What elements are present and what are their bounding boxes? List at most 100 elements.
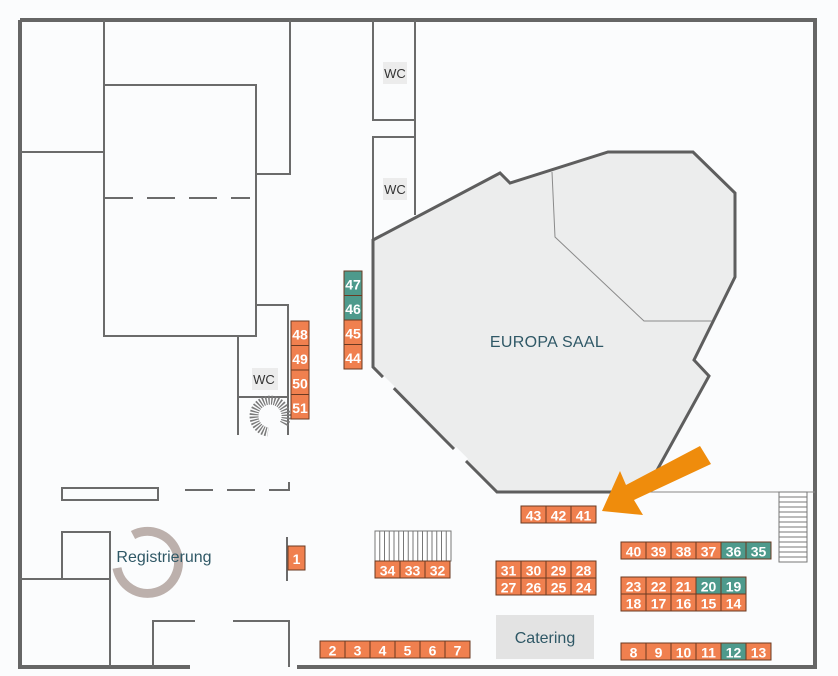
booth-33[interactable]: 33 — [399, 560, 426, 579]
counter — [61, 487, 159, 501]
booth-box[interactable] — [620, 576, 647, 595]
booth-48[interactable]: 48 — [290, 320, 310, 346]
booth-37[interactable]: 37 — [695, 541, 722, 560]
booth-number: 39 — [651, 544, 667, 560]
booth-29[interactable]: 29 — [545, 560, 572, 579]
booth-number: 47 — [345, 276, 361, 292]
europa-saal[interactable]: EUROPA SAAL — [371, 150, 737, 494]
catering-box[interactable] — [496, 615, 594, 659]
booth-2[interactable]: 2 — [319, 640, 346, 659]
booth-box[interactable] — [495, 560, 522, 579]
booth-8[interactable]: 8 — [620, 642, 647, 661]
booth-box[interactable] — [287, 545, 306, 571]
wall — [104, 20, 291, 175]
booth-number: 6 — [429, 643, 437, 659]
booth-38[interactable]: 38 — [670, 541, 697, 560]
booth-number: 13 — [751, 645, 767, 661]
wc-wall — [372, 136, 415, 240]
booth-number: 42 — [551, 508, 567, 524]
booth-6[interactable]: 6 — [419, 640, 446, 659]
booth-7[interactable]: 7 — [444, 640, 471, 659]
booth-45[interactable]: 45 — [343, 319, 363, 345]
booth-49[interactable]: 49 — [290, 345, 310, 371]
catering-area[interactable]: Catering — [496, 615, 594, 659]
booth-9[interactable]: 9 — [645, 642, 672, 661]
registration-label: Registrierung — [116, 549, 211, 566]
booth-number: 33 — [405, 563, 421, 579]
booth-box[interactable] — [290, 394, 310, 420]
wall — [20, 578, 111, 667]
booth-number: 38 — [676, 544, 692, 560]
booth-12[interactable]: 12 — [720, 642, 747, 661]
booth-32[interactable]: 32 — [424, 560, 451, 579]
booth-31[interactable]: 31 — [495, 560, 522, 579]
hall-partition — [551, 171, 712, 322]
booth-46[interactable]: 46 — [343, 295, 363, 321]
booth-28[interactable]: 28 — [570, 560, 597, 579]
booth-box[interactable] — [620, 541, 647, 560]
staircase-icon — [374, 530, 452, 562]
booth-number: 28 — [576, 563, 592, 579]
booth-50[interactable]: 50 — [290, 369, 310, 395]
booth-number: 41 — [576, 508, 592, 524]
booth-number: 22 — [651, 579, 667, 595]
booth-40[interactable]: 40 — [620, 541, 647, 560]
booth-number: 9 — [655, 645, 663, 661]
booth-number: 1 — [293, 551, 301, 567]
booth-number: 30 — [526, 563, 542, 579]
booth-27[interactable]: 27 — [495, 577, 522, 596]
booth-10[interactable]: 10 — [670, 642, 697, 661]
booth-box[interactable] — [745, 642, 772, 661]
booth-42[interactable]: 42 — [545, 505, 572, 524]
booth-24[interactable]: 24 — [570, 577, 597, 596]
europa-saal-floor[interactable] — [371, 150, 737, 494]
booth-14[interactable]: 14 — [720, 593, 747, 612]
booth-44[interactable]: 44 — [343, 344, 363, 370]
booth-number: 4 — [379, 643, 387, 659]
booth-1[interactable]: 1 — [287, 545, 306, 571]
booth-35[interactable]: 35 — [745, 541, 772, 560]
staircase-icon — [778, 491, 808, 563]
booth-box[interactable] — [444, 640, 471, 659]
booth-43[interactable]: 43 — [520, 505, 547, 524]
booth-4[interactable]: 4 — [369, 640, 396, 659]
booth-34[interactable]: 34 — [374, 560, 401, 579]
booth-18[interactable]: 18 — [620, 593, 647, 612]
booth-30[interactable]: 30 — [520, 560, 547, 579]
booth-36[interactable]: 36 — [720, 541, 747, 560]
hall-door-gap — [451, 446, 469, 464]
arrow-down-left-icon — [602, 446, 711, 515]
booth-23[interactable]: 23 — [620, 576, 647, 595]
booth-number: 15 — [701, 596, 717, 612]
booth-22[interactable]: 22 — [645, 576, 672, 595]
booth-39[interactable]: 39 — [645, 541, 672, 560]
booth-16[interactable]: 16 — [670, 593, 697, 612]
wall — [233, 620, 290, 667]
booth-3[interactable]: 3 — [344, 640, 371, 659]
booth-51[interactable]: 51 — [290, 394, 310, 420]
booth-box[interactable] — [374, 560, 401, 579]
booth-26[interactable]: 26 — [520, 577, 547, 596]
booth-number: 45 — [345, 325, 361, 341]
booth-number: 2 — [329, 643, 337, 659]
booth-17[interactable]: 17 — [645, 593, 672, 612]
booth-19[interactable]: 19 — [720, 576, 747, 595]
left-rooms — [20, 20, 291, 435]
wc-label-bg — [252, 368, 278, 390]
booth-number: 20 — [701, 579, 717, 595]
booth-13[interactable]: 13 — [745, 642, 772, 661]
registration-desk[interactable]: Registrierung — [112, 526, 212, 598]
booth-15[interactable]: 15 — [695, 593, 722, 612]
booth-41[interactable]: 41 — [570, 505, 597, 524]
booth-25[interactable]: 25 — [545, 577, 572, 596]
booth-5[interactable]: 5 — [394, 640, 421, 659]
booth-box[interactable] — [520, 505, 547, 524]
room — [61, 531, 111, 580]
booth-47[interactable]: 47 — [343, 270, 363, 296]
booth-20[interactable]: 20 — [695, 576, 722, 595]
booth-number: 5 — [404, 643, 412, 659]
booth-11[interactable]: 11 — [695, 642, 722, 661]
booth-box[interactable] — [343, 270, 363, 296]
booth-21[interactable]: 21 — [670, 576, 697, 595]
